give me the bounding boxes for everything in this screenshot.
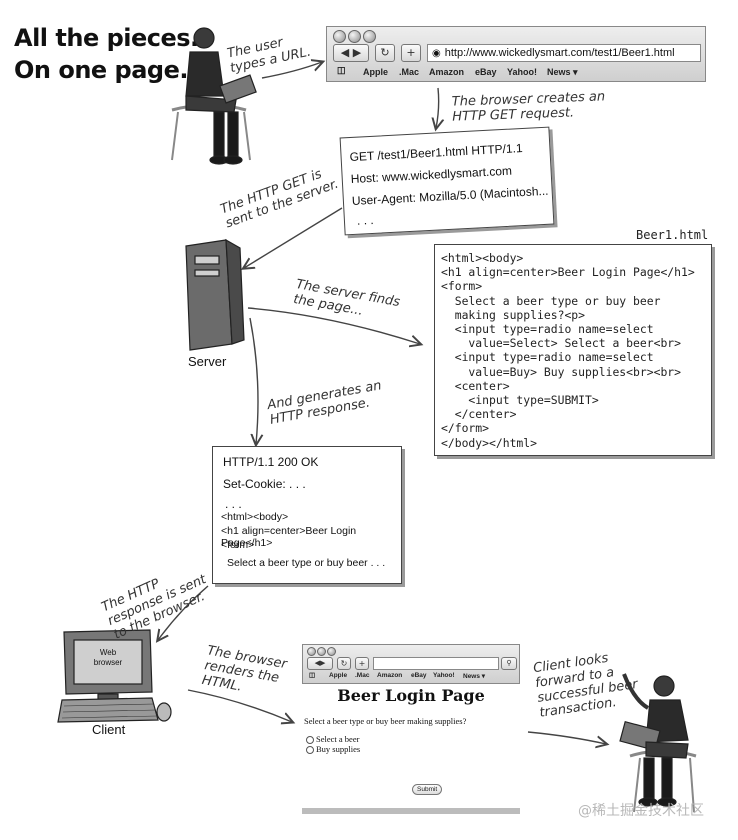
rendered-bookmark-mac[interactable]: .Mac (355, 672, 370, 679)
response-form: <form> (221, 539, 255, 551)
response-cookie: Set-Cookie: . . . (223, 477, 306, 491)
address-bar-url: http://www.wickedlysmart.com/test1/Beer1… (444, 47, 675, 59)
bookmark-apple[interactable]: Apple (363, 67, 389, 77)
http-response-box: HTTP/1.1 200 OK Set-Cookie: . . . . . . … (212, 446, 402, 584)
request-line-1: GET /test1/Beer1.html HTTP/1.1 (349, 141, 523, 165)
monitor-screen-text: Web browser (93, 648, 123, 667)
title-line-1: All the pieces. (14, 24, 199, 52)
rendered-zoom-dot[interactable] (327, 647, 336, 656)
title-line-2: On one page. (14, 56, 188, 84)
arrow-server-to-page (247, 307, 420, 344)
rendered-back-forward-button[interactable]: ◀▶ (307, 657, 333, 670)
response-status: HTTP/1.1 200 OK (223, 455, 319, 469)
rendered-address-bar[interactable] (373, 657, 499, 670)
rendered-add-icon[interactable]: + (355, 657, 369, 670)
client-label: Client (92, 722, 126, 737)
top-browser-window: ◀ ▶ ↻ + ◉http://www.wickedlysmart.com/te… (326, 26, 706, 82)
arrow-request-to-server (244, 207, 343, 268)
rendered-bookmark-apple[interactable]: Apple (329, 672, 348, 679)
radio-buy-supplies[interactable]: Buy supplies (306, 744, 360, 755)
window-minimize-dot[interactable] (348, 30, 361, 43)
window-zoom-dot[interactable] (363, 30, 376, 43)
note-browser-creates-request: The browser creates an HTTP GET request. (451, 89, 606, 125)
bookmark-mac[interactable]: .Mac (399, 67, 420, 77)
rendered-browser-window: ◀▶ ↻ + ⚲ ◫ Apple .Mac Amazon eBay Yahoo!… (302, 644, 520, 814)
rendered-reload-icon[interactable]: ↻ (337, 657, 351, 670)
arrow-user-to-browser (261, 62, 322, 79)
html-filename: Beer1.html (636, 228, 709, 242)
radio-icon[interactable] (306, 736, 314, 745)
rendered-bookmark-yahoo[interactable]: Yahoo! (433, 672, 455, 679)
response-h1: <h1 align=center>Beer Login Page</h1> (221, 525, 357, 549)
arrow-client-to-render (187, 689, 292, 722)
rendered-bookmark-news[interactable]: News ▾ (463, 673, 486, 680)
bookmark-yahoo[interactable]: Yahoo! (507, 67, 538, 77)
request-line-3: User-Agent: Mozilla/5.0 (Macintosh... (351, 183, 549, 208)
arrow-woman-to-render (527, 731, 606, 744)
rendered-minimize-dot[interactable] (317, 647, 326, 656)
bookmark-amazon[interactable]: Amazon (429, 67, 465, 77)
back-forward-button[interactable]: ◀ ▶ (333, 44, 369, 62)
add-bookmark-icon[interactable]: + (401, 44, 421, 62)
client-computer-icon (57, 629, 172, 723)
radio-icon[interactable] (306, 746, 314, 755)
bookmark-ebay[interactable]: eBay (475, 67, 497, 77)
rendered-bookmark-ebay[interactable]: eBay (411, 672, 427, 679)
window-close-dot[interactable] (333, 30, 346, 43)
address-bar[interactable]: ◉http://www.wickedlysmart.com/test1/Beer… (427, 44, 701, 62)
arrow-browser-to-request (436, 87, 439, 128)
rendered-bookmark-amazon[interactable]: Amazon (377, 672, 403, 679)
rendered-bookmarks-icon[interactable]: ◫ (309, 672, 316, 679)
http-get-request-box: GET /test1/Beer1.html HTTP/1.1 Host: www… (339, 126, 555, 236)
rendered-search-icon[interactable]: ⚲ (501, 657, 517, 670)
user-figure (171, 27, 257, 165)
client-woman-figure (619, 673, 697, 813)
html-file-box: <html><body> <h1 align=center>Beer Login… (434, 244, 712, 456)
site-icon: ◉ (432, 48, 441, 59)
rendered-page-heading: Beer Login Page (337, 686, 485, 705)
rendered-question: Select a beer type or buy beer making su… (304, 716, 467, 726)
request-line-4: . . . (356, 212, 374, 228)
response-ellipsis: . . . (225, 497, 242, 511)
arrow-server-to-response (249, 317, 258, 444)
bookmarks-icon[interactable]: ◫ (337, 65, 346, 75)
arrow-response-to-client (158, 585, 209, 640)
request-line-2: Host: www.wickedlysmart.com (350, 163, 513, 187)
server-icon (185, 238, 245, 351)
page-title: All the pieces. On one page. (14, 22, 199, 86)
rendered-browser-toolbar: ◀▶ ↻ + ⚲ ◫ Apple .Mac Amazon eBay Yahoo!… (302, 644, 520, 684)
response-html-open: <html><body> (221, 511, 289, 523)
bookmark-news[interactable]: News ▾ (547, 67, 578, 77)
html-source-code: <html><body> <h1 align=center>Beer Login… (441, 251, 695, 450)
reload-icon[interactable]: ↻ (375, 44, 395, 62)
response-body-text: Select a beer type or buy beer . . . (227, 557, 386, 569)
server-label: Server (188, 354, 227, 369)
radio-select-beer[interactable]: Select a beer (306, 734, 359, 745)
watermark-text: @稀土掘金技术社区 (578, 803, 704, 819)
submit-button[interactable]: Submit (412, 784, 443, 795)
rendered-close-dot[interactable] (307, 647, 316, 656)
